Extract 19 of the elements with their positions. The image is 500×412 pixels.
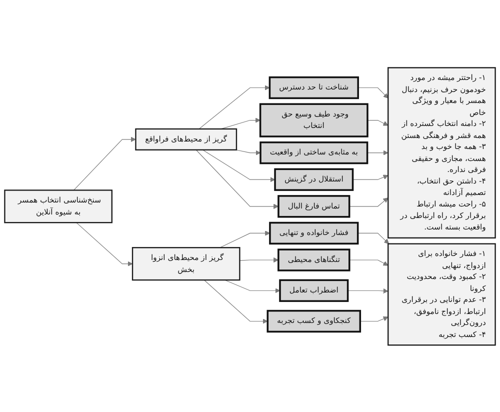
arrow — [239, 257, 279, 262]
arrow — [198, 84, 270, 129]
arrow — [367, 150, 388, 155]
arrow — [358, 232, 390, 244]
arrow — [76, 222, 133, 266]
arrow — [196, 149, 279, 209]
arrow — [202, 149, 276, 182]
arrow — [236, 149, 261, 155]
arrow — [349, 197, 388, 206]
arrow — [358, 87, 388, 98]
arrow — [73, 136, 136, 190]
arrow — [348, 288, 388, 294]
arrow — [224, 279, 280, 293]
arrow — [349, 259, 388, 266]
arrow — [204, 279, 268, 324]
arrow — [367, 120, 388, 126]
arrow — [352, 174, 388, 180]
arrow — [360, 316, 388, 322]
arrow — [220, 230, 270, 248]
